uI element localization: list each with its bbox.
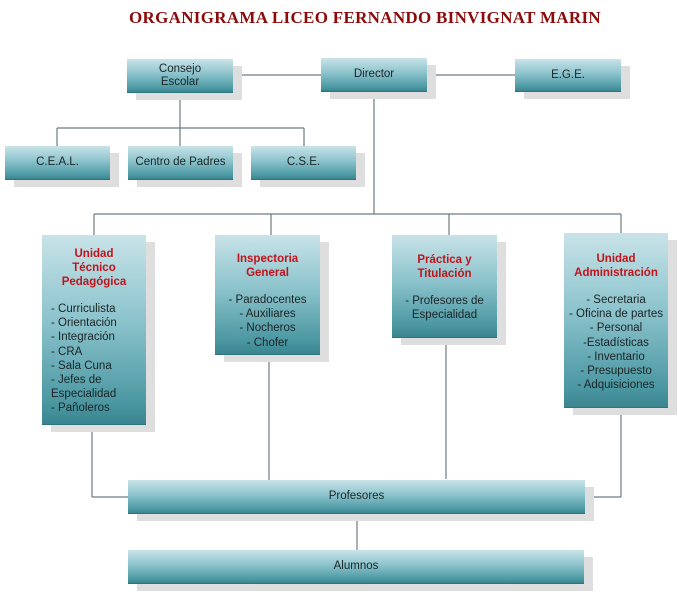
- unit-item: - Curriculista: [51, 303, 116, 315]
- ceal-label: C.E.A.L.: [36, 156, 79, 168]
- director-box: Director: [321, 58, 427, 92]
- alumnos-box: Alumnos: [128, 550, 584, 584]
- unit-item: - Pañoleros: [51, 402, 110, 415]
- unit-items: - Paradocentes - Auxiliares - Nocheros -…: [229, 293, 307, 350]
- unit-title: Inspectoria General: [237, 252, 298, 280]
- unit-title-line: Titulación: [417, 268, 472, 280]
- unit-item: - Secretaria: [586, 294, 646, 306]
- unit-title-line: Técnico: [72, 262, 116, 274]
- unit-practica-titulacion-box: Práctica y Titulación - Profesores de Es…: [392, 235, 497, 338]
- unit-items: - Profesores de Especialidad: [405, 294, 484, 322]
- unit-title-line: Práctica y: [417, 254, 472, 266]
- unit-item: - Oficina de partes: [569, 308, 663, 321]
- unit-item: - Chofer: [246, 336, 289, 349]
- unit-title-line: Unidad: [74, 248, 114, 260]
- unit-title-line: General: [246, 267, 289, 279]
- unit-title-line: Pedagógica: [61, 276, 127, 288]
- unit-inspectoria-general-box: Inspectoria General - Paradocentes - Aux…: [215, 235, 320, 355]
- unit-items: - Curriculista - Orientación - Integraci…: [42, 302, 146, 416]
- unit-item: -Estadísticas: [583, 336, 649, 349]
- alumnos-label: Alumnos: [333, 560, 379, 572]
- unit-title: Práctica y Titulación: [417, 253, 471, 281]
- unit-item: - Personal: [589, 322, 643, 335]
- profesores-box: Profesores: [128, 480, 585, 514]
- unit-item: - Adquisiciones: [577, 379, 655, 392]
- unit-item: - Integración: [51, 331, 115, 344]
- unit-title: Unidad Técnico Pedagógica: [62, 247, 127, 289]
- unit-item: - Nocheros: [239, 322, 296, 335]
- unit-title: Unidad Administración: [574, 252, 658, 280]
- unit-item: - Sala Cuna: [51, 359, 112, 372]
- unit-title-line: Inspectoria: [236, 253, 299, 265]
- unit-item: - Profesores de: [405, 295, 484, 307]
- ceal-box: C.E.A.L.: [5, 146, 110, 180]
- unit-title-line: Administración: [574, 267, 658, 279]
- consejo-escolar-line1: Consejo: [158, 62, 202, 75]
- unit-item: - Auxiliares: [239, 308, 296, 321]
- cse-box: C.S.E.: [251, 146, 356, 180]
- centro-padres-label: Centro de Padres: [135, 156, 226, 168]
- unit-tecnico-pedagogica-box: Unidad Técnico Pedagógica - Curriculista…: [42, 235, 146, 425]
- unit-item: - Inventario: [587, 350, 645, 363]
- director-label: Director: [353, 68, 395, 80]
- unit-item: - Jefes de: [51, 374, 102, 387]
- unit-administracion-box: Unidad Administración - Secretaria - Ofi…: [564, 233, 668, 408]
- unit-item: - Presupuesto: [580, 365, 652, 378]
- unit-item: - Paradocentes: [228, 294, 307, 306]
- chart-title: ORGANIGRAMA LICEO FERNANDO BINVIGNAT MAR…: [129, 8, 601, 27]
- unit-title-line: Unidad: [596, 253, 636, 265]
- unit-item: - Orientación: [51, 317, 117, 330]
- profesores-label: Profesores: [328, 490, 385, 502]
- ege-label: E.G.E.: [551, 68, 585, 81]
- centro-padres-box: Centro de Padres: [128, 146, 233, 180]
- cse-label: C.S.E.: [286, 156, 321, 168]
- unit-item: Especialidad: [51, 388, 117, 401]
- ege-box: E.G.E.: [515, 59, 621, 92]
- unit-items: - Secretaria - Oficina de partes - Perso…: [569, 293, 663, 392]
- consejo-escolar-line2: Escolar: [160, 75, 200, 88]
- consejo-escolar-box: Consejo Escolar: [127, 59, 233, 93]
- unit-item: - CRA: [51, 345, 83, 358]
- unit-item: Especialidad: [411, 309, 478, 322]
